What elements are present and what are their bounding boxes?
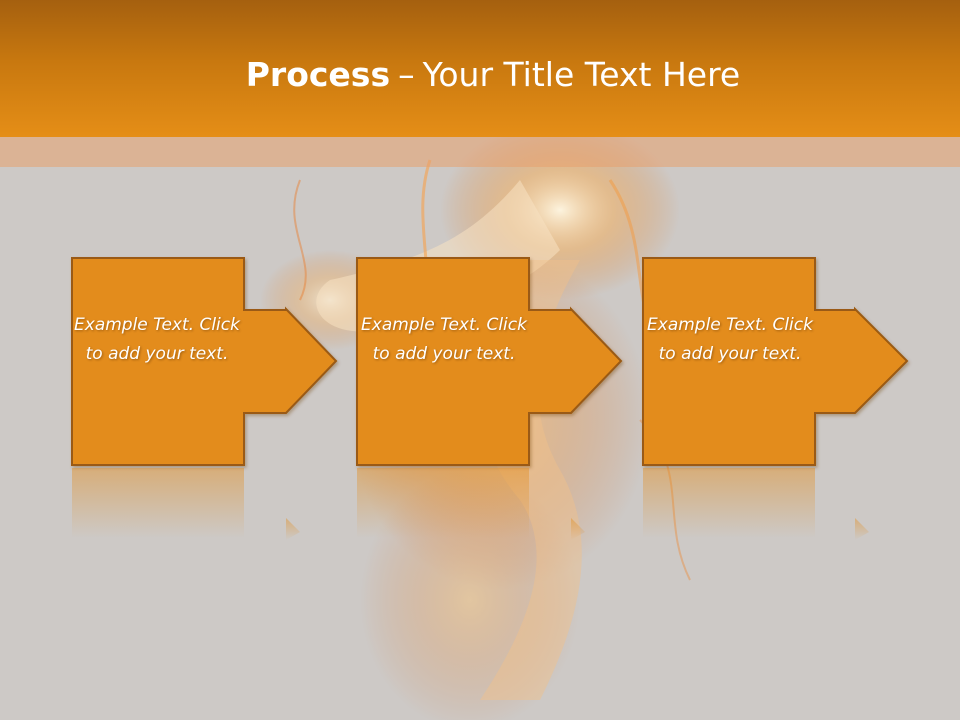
- process-step-3[interactable]: [642, 257, 909, 540]
- step-2-text[interactable]: Example Text. Click to add your text.: [361, 315, 527, 364]
- step-1-text[interactable]: Example Text. Click to add your text.: [74, 315, 240, 364]
- step-3-reflection: [643, 468, 815, 538]
- title-strip: [0, 137, 960, 167]
- title-bold: Process: [245, 55, 391, 94]
- title-bar: [0, 0, 960, 137]
- title-separator: –: [398, 55, 415, 94]
- process-step-1[interactable]: [71, 257, 338, 540]
- slide-title[interactable]: Process–Your Title Text Here: [0, 52, 960, 98]
- step-1-reflection: [72, 468, 244, 538]
- process-step-2[interactable]: [356, 257, 623, 540]
- step-3-text[interactable]: Example Text. Click to add your text.: [647, 315, 813, 364]
- title-rest: Your Title Text Here: [422, 55, 741, 94]
- step-2-reflection: [357, 468, 529, 538]
